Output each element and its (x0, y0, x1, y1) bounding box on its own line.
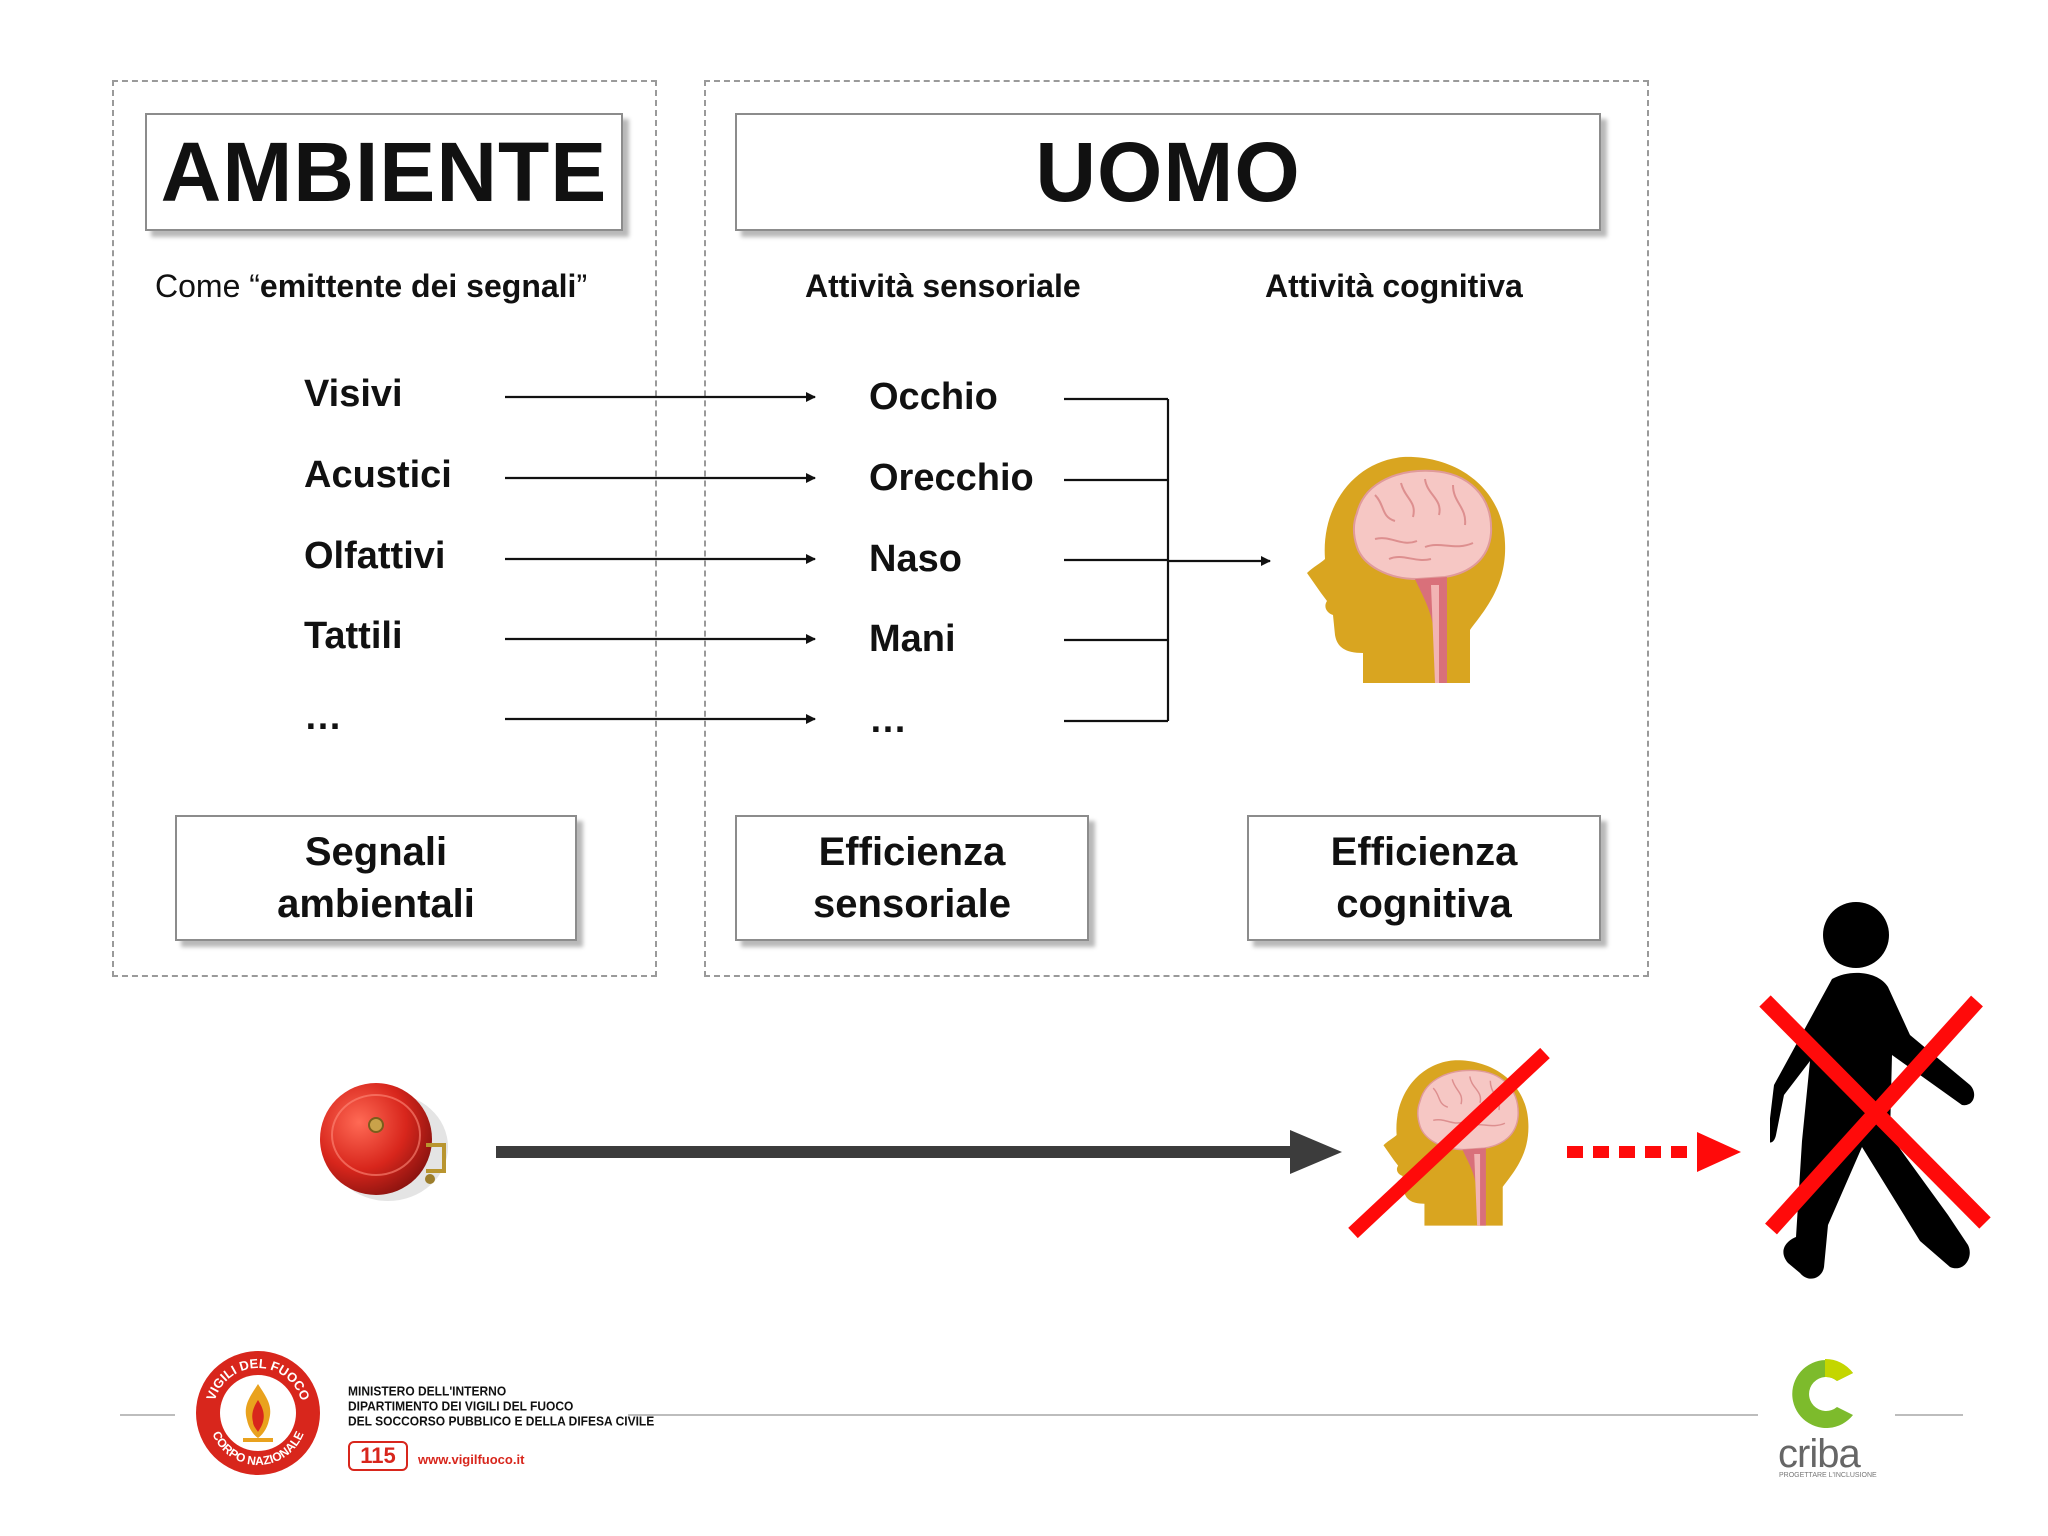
uomo-title: UOMO (735, 113, 1601, 231)
label-line: cognitiva (1336, 882, 1512, 926)
ambiente-subtitle: Come “emittente dei segnali” (155, 268, 587, 305)
label-line: Segnali (304, 830, 448, 874)
red-cross-icon (1348, 1047, 1550, 1239)
subtitle-suffix: ” (576, 268, 588, 304)
ambiente-title: AMBIENTE (145, 113, 623, 231)
efficienza-sensoriale-box: Efficienza sensoriale (735, 815, 1089, 941)
uomo-panel (704, 80, 1649, 977)
ambiente-panel (112, 80, 657, 977)
criba-name: criba (1778, 1432, 1861, 1476)
label-line: sensoriale (813, 882, 1011, 926)
emergency-number: 115 (360, 1443, 396, 1468)
label-line: ambientali (277, 882, 475, 926)
ministry-line: DEL SOCCORSO PUBBLICO E DELLA DIFESA CIV… (348, 1413, 655, 1429)
emergency-number-badge: 115 (348, 1441, 408, 1471)
cognitive-heading: Attività cognitiva (1265, 268, 1523, 304)
ministry-line: MINISTERO DELL'INTERNO (348, 1383, 507, 1399)
subtitle-bold: emittente dei segnali (259, 268, 577, 304)
sense-item: Naso (869, 538, 962, 580)
label-line: Efficienza (818, 830, 1006, 874)
vigili-del-fuoco-seal: VIGILI DEL FUOCO CORPO NAZIONALE (196, 1351, 320, 1475)
subtitle-prefix: Come “ (155, 268, 260, 304)
footer-divider (120, 1414, 175, 1416)
criba-tagline: PROGETTARE L'INCLUSIONE (1779, 1472, 1877, 1479)
label-line: Efficienza (1330, 830, 1518, 874)
sensory-heading: Attività sensoriale (805, 268, 1081, 304)
criba-logo-mark (1792, 1358, 1853, 1428)
sense-item: Occhio (869, 376, 998, 418)
efficienza-cognitiva-box: Efficienza cognitiva (1247, 815, 1601, 941)
dotted-red-arrow (1567, 1132, 1741, 1172)
footer-divider (1895, 1414, 1963, 1416)
ministry-line: DIPARTIMENTO DEI VIGILI DEL FUOCO (348, 1398, 574, 1414)
sense-item: Orecchio (869, 457, 1034, 499)
signal-item: … (304, 696, 342, 738)
head-brain-icon (1307, 456, 1506, 683)
vigilfuoco-website[interactable]: www.vigilfuoco.it (418, 1452, 525, 1467)
footer-divider (628, 1414, 1758, 1416)
signal-item: Tattili (304, 615, 403, 657)
signal-item: Visivi (304, 373, 403, 415)
signal-item: Olfattivi (304, 535, 446, 577)
alarm-bell-icon (320, 1083, 448, 1201)
red-cross-icon (1759, 995, 1991, 1235)
sense-item: … (869, 699, 907, 741)
dark-arrow (496, 1130, 1342, 1174)
signal-item: Acustici (304, 454, 452, 496)
segnali-ambientali-box: Segnali ambientali (175, 815, 577, 941)
sense-item: Mani (869, 618, 956, 660)
